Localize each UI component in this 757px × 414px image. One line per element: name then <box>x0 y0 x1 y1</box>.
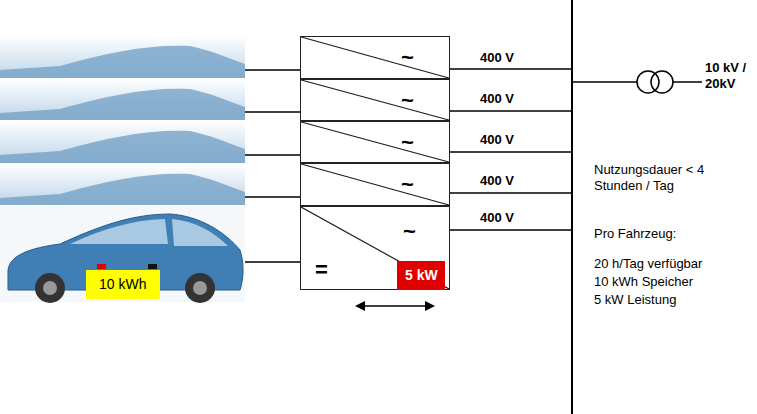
transformer-symbol <box>572 71 702 93</box>
capacity-badge: 10 kWh <box>86 270 160 299</box>
dc-wire <box>245 70 300 262</box>
inverter-box: ~ <box>300 79 450 121</box>
ac-wire <box>450 69 572 230</box>
voltage-label: 400 V <box>480 91 514 107</box>
inverter-box: ~ <box>300 121 450 163</box>
voltage-label: 400 V <box>480 132 514 148</box>
voltage-label: 400 V <box>480 210 514 226</box>
inverter-box: ~ <box>300 36 450 79</box>
converter-diagonal <box>301 122 449 162</box>
note-text: 20 h/Tag verfügbar <box>594 256 702 272</box>
converter-symbol: ~ <box>401 130 414 155</box>
voltage-label: 10 kV / 20kV <box>705 60 753 91</box>
converter-symbol: ~ <box>401 45 414 70</box>
car-stack <box>0 36 245 205</box>
badge-text: 10 kWh <box>99 276 146 292</box>
converter-diagonal <box>301 80 449 120</box>
note-text: Pro Fahrzeug: <box>594 226 676 242</box>
converter-diagonal <box>301 164 449 205</box>
inverter-box: ~ = 5 kW <box>300 206 450 290</box>
converter-symbol: ~ <box>401 172 414 197</box>
note-text: Nutzungsdauer < 4 Stunden / Tag <box>594 162 706 193</box>
converter-symbol: ~ <box>401 88 414 113</box>
converter-symbol: ~ <box>403 219 416 244</box>
converter-symbol: = <box>315 257 328 282</box>
busbar <box>571 0 573 414</box>
note-text: 5 kW Leistung <box>594 292 676 308</box>
converter-diagonal <box>301 37 449 78</box>
note-text: 10 kWh Speicher <box>594 274 693 290</box>
badge-text: 5 kW <box>405 267 438 283</box>
inverter-box: ~ <box>300 163 450 206</box>
double-arrow <box>355 301 435 311</box>
voltage-label: 400 V <box>480 173 514 189</box>
voltage-label: 400 V <box>480 50 514 66</box>
power-badge: 5 kW <box>397 261 445 290</box>
car-illustration <box>0 206 245 303</box>
